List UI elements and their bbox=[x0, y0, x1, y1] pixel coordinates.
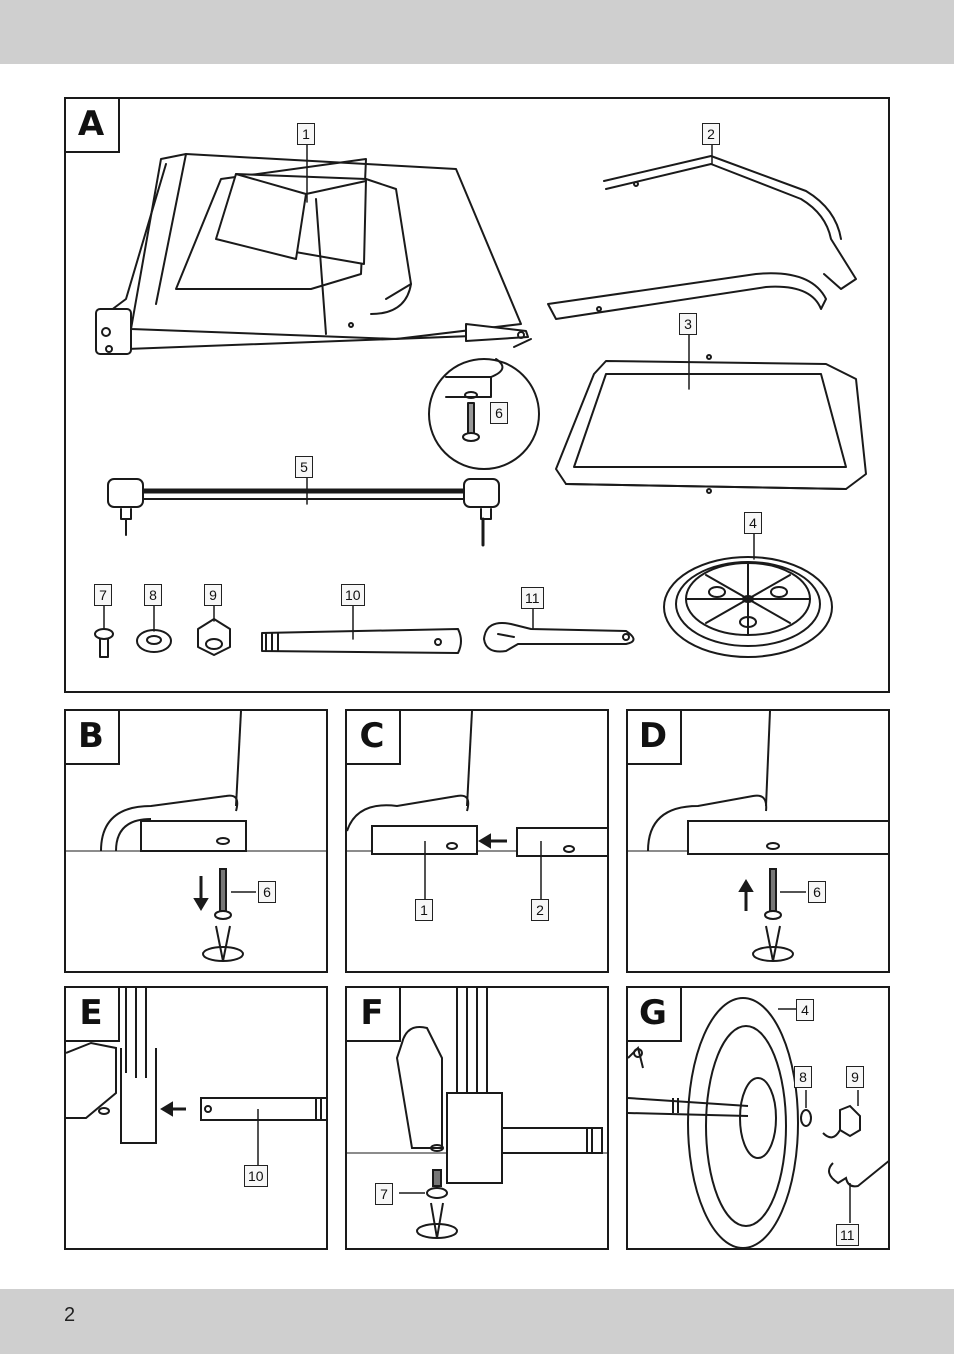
part-label-1: 1 bbox=[415, 899, 433, 921]
part-label-6: 6 bbox=[490, 402, 508, 424]
part-label-2: 2 bbox=[531, 899, 549, 921]
panel-d: D 6 bbox=[626, 709, 890, 973]
part-label-11: 11 bbox=[521, 587, 544, 609]
part-label-1: 1 bbox=[297, 123, 315, 145]
part-label-9: 9 bbox=[204, 584, 222, 606]
screw-part-7 bbox=[94, 628, 114, 658]
panel-e: E 10 bbox=[64, 986, 328, 1250]
panel-letter: C bbox=[347, 711, 401, 765]
part-label-4: 4 bbox=[796, 999, 814, 1021]
part-label-8: 8 bbox=[794, 1066, 812, 1088]
part-label-5: 5 bbox=[295, 456, 313, 478]
part-label-9: 9 bbox=[846, 1066, 864, 1088]
panel-a: A 1 2 3 6 5 4 7 8 9 10 11 bbox=[64, 97, 890, 693]
part-label-6: 6 bbox=[808, 881, 826, 903]
panel-letter: E bbox=[66, 988, 120, 1042]
panel-letter: F bbox=[347, 988, 401, 1042]
axle-pin-part-10 bbox=[261, 628, 462, 654]
part-label-2: 2 bbox=[702, 123, 720, 145]
header-band bbox=[0, 0, 954, 64]
panel-letter: B bbox=[66, 711, 120, 765]
panel-g-drawing bbox=[628, 997, 888, 1248]
panel-letter: A bbox=[66, 99, 120, 153]
panel-letter: G bbox=[628, 988, 682, 1042]
part-label-10: 10 bbox=[244, 1165, 268, 1187]
nut-part-9 bbox=[197, 618, 231, 656]
panel-d-drawing bbox=[628, 711, 888, 962]
page-number: 2 bbox=[64, 1304, 76, 1326]
tray-part bbox=[555, 354, 867, 494]
panel-g: G 4 8 9 11 bbox=[626, 986, 890, 1250]
panel-c: C 1 2 bbox=[345, 709, 609, 973]
axle-part bbox=[107, 478, 500, 547]
washer-part-8 bbox=[136, 629, 172, 653]
panel-b-drawing bbox=[66, 711, 326, 962]
part-label-7: 7 bbox=[375, 1183, 393, 1205]
part-label-6: 6 bbox=[258, 881, 276, 903]
panel-letter: D bbox=[628, 711, 682, 765]
footer-band bbox=[0, 1289, 954, 1354]
panel-f-drawing bbox=[347, 988, 607, 1239]
handlebar-part bbox=[547, 155, 857, 320]
part-label-10: 10 bbox=[341, 584, 365, 606]
bolt-detail-circle bbox=[428, 358, 540, 470]
panel-a-drawing bbox=[94, 140, 867, 658]
panel-c-drawing bbox=[347, 711, 607, 899]
part-label-3: 3 bbox=[679, 313, 697, 335]
wrench-part-11 bbox=[483, 622, 635, 653]
panel-f: F 7 bbox=[345, 986, 609, 1250]
part-label-7: 7 bbox=[94, 584, 112, 606]
part-label-4: 4 bbox=[744, 512, 762, 534]
panel-b: B 6 bbox=[64, 709, 328, 973]
part-label-11: 11 bbox=[836, 1224, 859, 1246]
seat-frame-part bbox=[95, 153, 532, 355]
wheel-part bbox=[663, 556, 833, 658]
panel-e-drawing bbox=[66, 988, 326, 1166]
part-label-8: 8 bbox=[144, 584, 162, 606]
